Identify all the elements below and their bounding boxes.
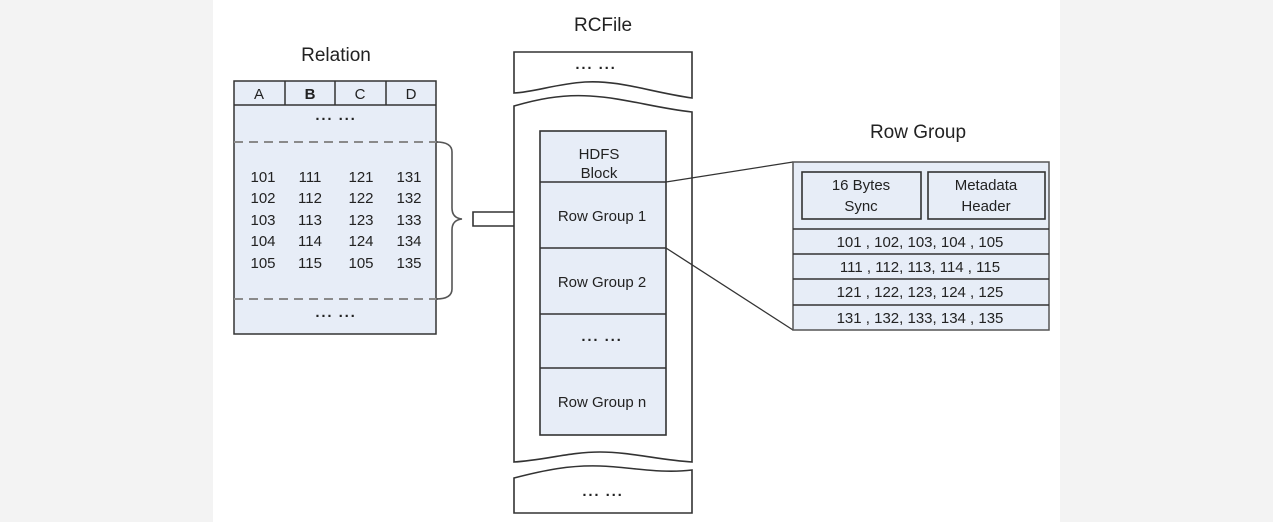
- relation-ellipsis-bottom: ··· ···: [315, 308, 356, 325]
- table-cell: 134: [396, 233, 421, 250]
- table-cell: 135: [396, 255, 421, 272]
- table-cell: 133: [396, 212, 421, 229]
- column-row: 101 , 102, 103, 104 , 105: [837, 234, 1004, 251]
- table-cell: 113: [298, 212, 322, 229]
- table-cell: 131: [396, 169, 421, 186]
- connector-bottom: [665, 247, 794, 331]
- column-header-a: A: [254, 86, 264, 103]
- table-row: 104 114 124 134: [250, 233, 421, 250]
- relation-section: Relation A B C D ··· ··· 101 111 121 131…: [233, 45, 539, 335]
- diagram-canvas: Relation A B C D ··· ··· 101 111 121 131…: [213, 0, 1060, 522]
- sync-box: [801, 171, 922, 220]
- column-header-b: B: [305, 86, 316, 103]
- column-row: 131 , 132, 133, 134 , 135: [837, 310, 1004, 327]
- rcfile-ellipsis-top: ··· ···: [575, 60, 616, 77]
- row-group-title: Row Group: [870, 122, 966, 143]
- row-group-ellipsis: ··· ···: [581, 332, 622, 349]
- column-row: 121 , 122, 123, 124 , 125: [837, 284, 1004, 301]
- connector-top: [665, 161, 794, 183]
- table-cell: 102: [250, 190, 275, 207]
- table-cell: 105: [250, 255, 275, 272]
- table-cell: 123: [348, 212, 373, 229]
- table-cell: 103: [250, 212, 275, 229]
- column-header-c: C: [355, 86, 366, 103]
- rcfile-section: RCFile ··· ··· ··· ··· HDFS Block Row Gr…: [513, 15, 693, 514]
- relation-table: [233, 80, 437, 335]
- table-cell: 121: [348, 169, 373, 186]
- table-cell: 112: [298, 190, 322, 207]
- relation-rows: 101 111 121 131 102 112 122 132 103 113 …: [250, 169, 421, 272]
- zoom-connectors: [665, 161, 794, 331]
- table-row: 102 112 122 132: [250, 190, 421, 207]
- sync-label-line2: Sync: [844, 198, 878, 215]
- relation-title: Relation: [301, 45, 371, 66]
- sync-label-line1: 16 Bytes: [832, 177, 890, 194]
- rcfile-diagram: Relation A B C D ··· ··· 101 111 121 131…: [233, 15, 1050, 514]
- table-row: 105 115 105 135: [250, 255, 421, 272]
- rcfile-top-segment: [513, 51, 693, 99]
- table-cell: 114: [298, 233, 322, 250]
- hdfs-block-label-line2: Block: [581, 165, 618, 182]
- table-cell: 101: [250, 169, 275, 186]
- table-cell: 132: [396, 190, 421, 207]
- metadata-label-line2: Header: [961, 198, 1010, 215]
- column-row: 111 , 112, 113, 114 , 115: [840, 259, 1000, 276]
- table-cell: 105: [348, 255, 373, 272]
- table-cell: 111: [299, 169, 322, 186]
- relation-ellipsis-top: ··· ···: [315, 111, 356, 128]
- table-row: 103 113 123 133: [250, 212, 421, 229]
- metadata-label-line1: Metadata: [955, 177, 1018, 194]
- table-row: 101 111 121 131: [250, 169, 421, 186]
- row-group-section: Row Group 16 Bytes Sync Metadata Header …: [792, 122, 1050, 331]
- table-cell: 104: [250, 233, 275, 250]
- rcfile-title: RCFile: [574, 15, 632, 36]
- metadata-header-box: [927, 171, 1046, 220]
- rcfile-ellipsis-bottom: ··· ···: [582, 487, 623, 504]
- table-cell: 115: [298, 255, 322, 272]
- row-group-1-label: Row Group 1: [558, 208, 646, 225]
- row-group-2-label: Row Group 2: [558, 274, 646, 291]
- hdfs-block-label-line1: HDFS: [579, 146, 620, 163]
- table-cell: 124: [348, 233, 373, 250]
- rcfile-bottom-segment: [513, 465, 693, 514]
- selection-brace: [435, 141, 463, 300]
- row-group-n-label: Row Group n: [558, 394, 646, 411]
- column-header-d: D: [406, 86, 417, 103]
- table-cell: 122: [348, 190, 373, 207]
